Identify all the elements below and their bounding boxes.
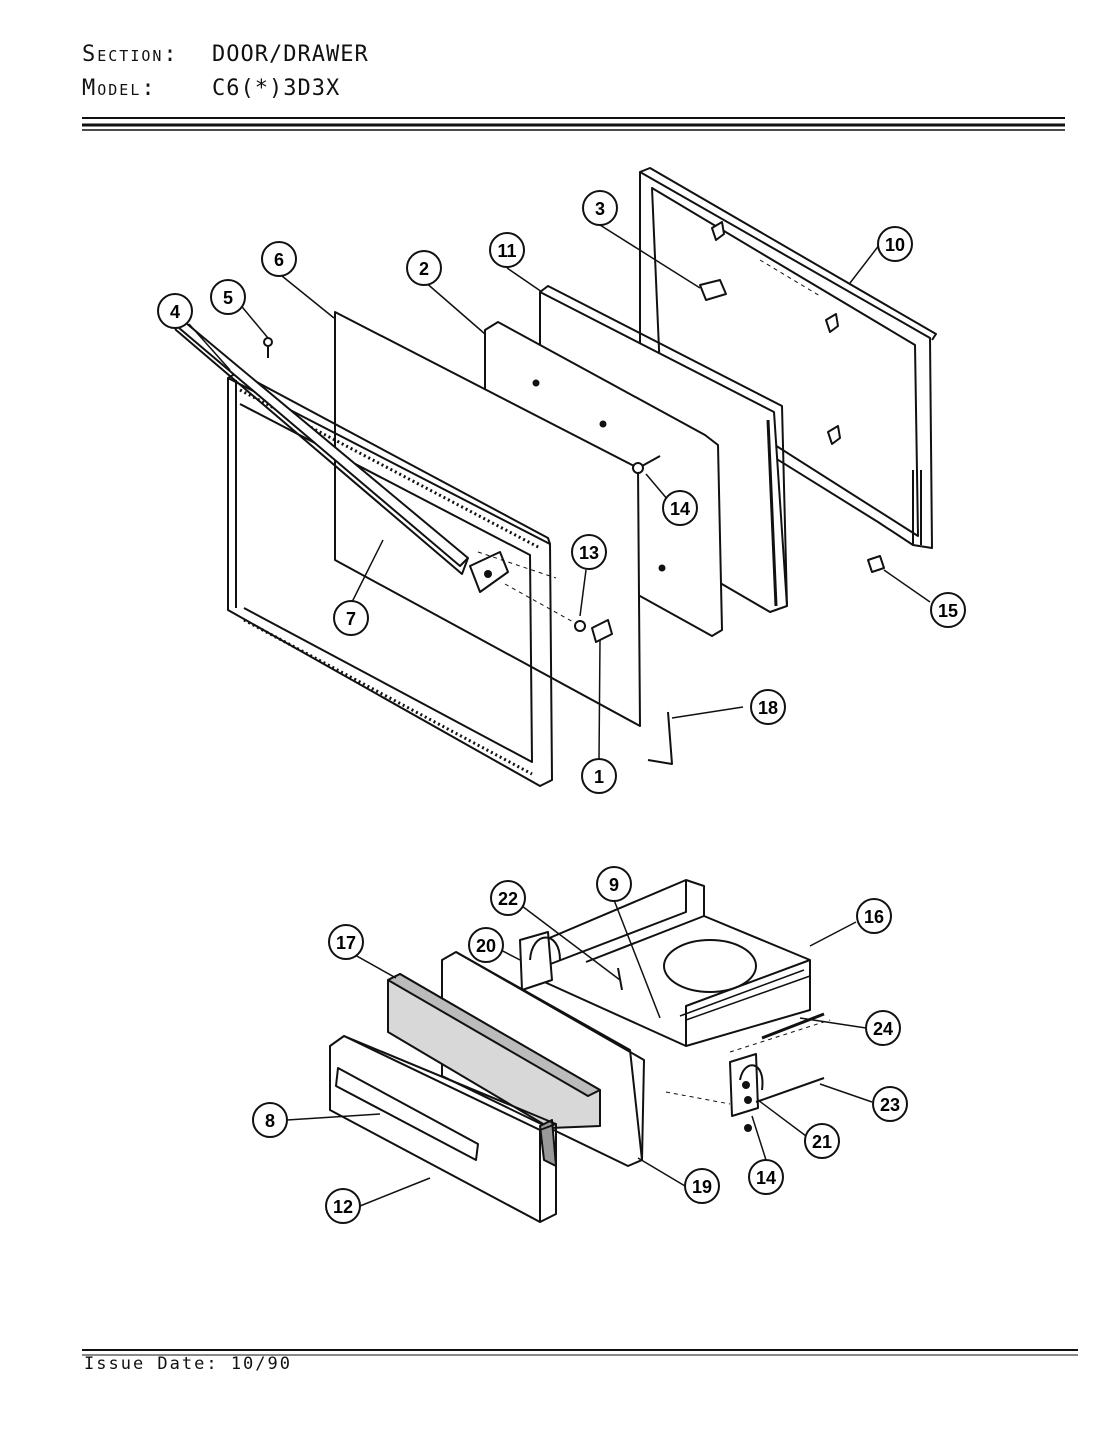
svg-text:15: 15 xyxy=(938,601,958,621)
svg-text:19: 19 xyxy=(692,1177,712,1197)
model-label: Model: xyxy=(82,76,157,101)
callout-21: 21 xyxy=(804,1123,840,1159)
header-rule xyxy=(82,117,1065,131)
svg-text:5: 5 xyxy=(223,288,233,308)
svg-text:20: 20 xyxy=(476,936,496,956)
screw-14-upper xyxy=(632,455,661,474)
svg-text:1: 1 xyxy=(594,767,604,787)
svg-text:24: 24 xyxy=(873,1019,893,1039)
callout-24: 24 xyxy=(865,1010,901,1046)
drawer-handle xyxy=(335,1067,479,1161)
callout-17: 17 xyxy=(328,924,364,960)
screw-22 xyxy=(617,967,623,991)
screw-5 xyxy=(263,337,273,358)
callout-1: 1 xyxy=(581,758,617,794)
svg-text:21: 21 xyxy=(812,1132,832,1152)
callout-8: 8 xyxy=(252,1102,288,1138)
section-row: Section: DOOR/DRAWER xyxy=(82,42,369,76)
svg-text:3: 3 xyxy=(595,199,605,219)
svg-text:22: 22 xyxy=(498,889,518,909)
svg-text:14: 14 xyxy=(670,499,690,519)
callout-14-upper: 14 xyxy=(662,490,698,526)
callout-10: 10 xyxy=(877,226,913,262)
callout-12: 12 xyxy=(325,1188,361,1224)
screw-13 xyxy=(504,583,586,632)
svg-text:12: 12 xyxy=(333,1197,353,1217)
svg-text:13: 13 xyxy=(579,543,599,563)
footer-rule xyxy=(82,1349,1078,1356)
svg-text:4: 4 xyxy=(170,302,180,322)
callout-20: 20 xyxy=(468,927,504,963)
model-value: C6(*)3D3X xyxy=(212,76,341,101)
svg-text:14: 14 xyxy=(756,1168,776,1188)
callout-13: 13 xyxy=(571,534,607,570)
door-clip xyxy=(699,279,727,301)
callout-14-lower: 14 xyxy=(748,1159,784,1195)
svg-text:6: 6 xyxy=(274,250,284,270)
svg-text:8: 8 xyxy=(265,1111,275,1131)
bracket-18 xyxy=(647,711,673,765)
svg-text:2: 2 xyxy=(419,259,429,279)
callouts: 3 10 11 2 6 5 4 7 13 1 18 14 15 16 9 22 … xyxy=(157,190,966,1224)
callout-11: 11 xyxy=(489,232,525,268)
callout-16: 16 xyxy=(856,898,892,934)
callout-18: 18 xyxy=(750,689,786,725)
leader-lines xyxy=(188,224,931,1207)
door-label xyxy=(591,619,613,643)
svg-text:11: 11 xyxy=(497,241,516,261)
callout-3: 3 xyxy=(582,190,618,226)
model-row: Model: C6(*)3D3X xyxy=(82,76,369,110)
callout-4: 4 xyxy=(157,293,193,329)
handle-bracket xyxy=(469,551,557,593)
section-value: DOOR/DRAWER xyxy=(212,42,369,67)
callout-22: 22 xyxy=(490,880,526,916)
callout-19: 19 xyxy=(684,1168,720,1204)
inner-door-liner xyxy=(639,167,937,549)
callout-23: 23 xyxy=(872,1086,908,1122)
page-header: Section: DOOR/DRAWER Model: C6(*)3D3X xyxy=(82,42,369,110)
callout-15: 15 xyxy=(930,592,966,628)
callout-6: 6 xyxy=(261,241,297,277)
drawer-body xyxy=(539,879,811,1047)
issue-date: Issue Date: 10/90 xyxy=(84,1354,292,1374)
screw-14-lower xyxy=(744,1124,752,1132)
roller-bracket-right xyxy=(729,1053,764,1117)
svg-text:7: 7 xyxy=(346,609,356,629)
door-stop xyxy=(867,555,885,573)
svg-text:17: 17 xyxy=(336,933,356,953)
callout-7: 7 xyxy=(333,600,369,636)
callout-5: 5 xyxy=(210,279,246,315)
svg-text:16: 16 xyxy=(864,907,884,927)
callout-9: 9 xyxy=(596,866,632,902)
drawer-insulation xyxy=(387,973,601,1167)
door-glass xyxy=(334,311,641,727)
callout-2: 2 xyxy=(406,250,442,286)
drawer-rod xyxy=(761,1012,825,1040)
svg-text:18: 18 xyxy=(758,698,778,718)
drawer-rail xyxy=(665,1019,831,1105)
svg-text:23: 23 xyxy=(880,1095,900,1115)
svg-text:10: 10 xyxy=(885,235,905,255)
roller-bracket-left xyxy=(519,931,561,991)
svg-text:9: 9 xyxy=(609,875,619,895)
section-label: Section: xyxy=(82,42,179,67)
